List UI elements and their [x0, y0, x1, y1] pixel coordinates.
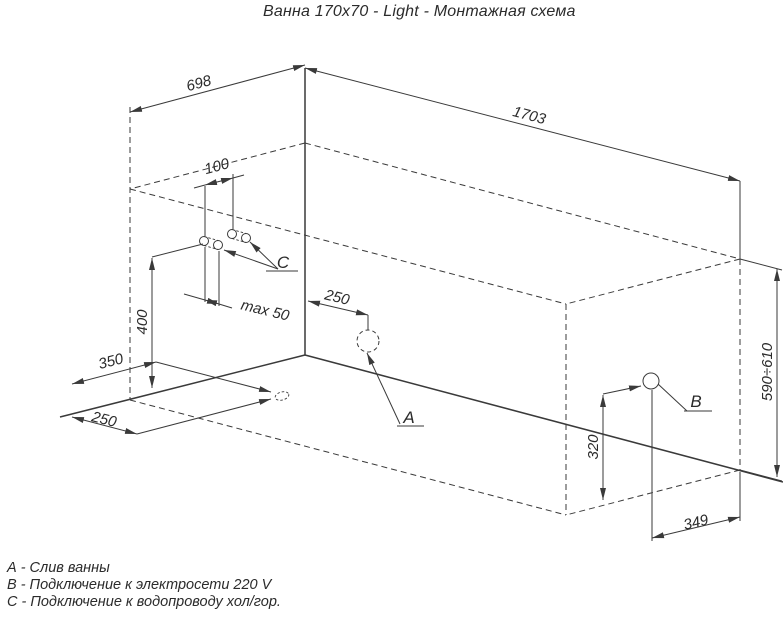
dim-line-698	[129, 64, 306, 113]
dimension-tub-length: 1703	[304, 67, 741, 259]
floor-edge-left	[59, 354, 306, 418]
label-c: C	[277, 253, 290, 272]
label-b: B	[690, 392, 701, 411]
tub-rim-front-left-edge	[129, 188, 567, 305]
dim-line-max50-overshoot-left	[183, 293, 206, 301]
drain-a: A 250	[307, 286, 424, 427]
ext-line-400-top	[151, 243, 204, 258]
legend-item-drain: А - Слив ванны	[7, 560, 110, 576]
leader-c-2	[249, 241, 279, 270]
dim-text-590: 590÷610	[759, 342, 776, 401]
dimension-tub-height: 590÷610	[739, 258, 783, 482]
tub-bottom-front-left-edge	[129, 399, 567, 516]
dim-line-350	[71, 361, 157, 385]
leader-b	[657, 383, 688, 412]
dim-text-349: 349	[682, 511, 711, 534]
tub-bottom-front-right-edge	[565, 469, 741, 516]
water-pipe-2-body-top	[231, 229, 247, 234]
room-corner	[59, 68, 783, 483]
page-title: Ванна 170x70 - Light - Монтажная схема	[263, 3, 576, 20]
dim-text-350: 350	[97, 350, 126, 373]
ext-line-320-top	[602, 385, 642, 395]
ext-line-590-top	[739, 258, 783, 271]
dim-line-250-drain	[307, 300, 369, 316]
dim-text-100: 100	[203, 155, 232, 178]
legend: А - Слив ванны В - Подключение к электро…	[7, 560, 281, 611]
dim-text-max50: max 50	[239, 297, 291, 325]
dim-text-250-drain: 250	[322, 286, 352, 309]
power-socket-circle	[642, 372, 660, 390]
water-pipe-2-wall-circle	[227, 229, 237, 239]
floor-outlet-dimensions: 350 250	[71, 350, 290, 435]
dim-text-320: 320	[585, 434, 602, 460]
dim-line-max50-overshoot-right	[218, 303, 233, 309]
water-pipe-1-body-bottom	[203, 245, 219, 250]
ext-line-590-bottom	[739, 469, 783, 482]
dimension-pipe-spacing: 100	[193, 155, 245, 236]
leader-350-to-outlet	[155, 361, 272, 393]
tub-rim-right-edge	[304, 142, 741, 260]
label-a: A	[402, 408, 414, 427]
dimension-pipe-height: 400	[134, 243, 204, 388]
tub-rim-left-edge	[129, 142, 306, 190]
tub-rim-front-right-edge	[565, 258, 741, 305]
drain-circle	[356, 329, 380, 353]
bathtub-outline-dashed	[129, 107, 741, 516]
water-connection-c: C	[199, 229, 298, 272]
dim-line-1703	[304, 67, 741, 182]
dim-text-400: 400	[134, 309, 151, 335]
legend-item-power: В - Подключение к электросети 220 V	[7, 577, 272, 593]
dim-line-349	[651, 516, 741, 539]
dimension-pipe-protrusion: max 50	[183, 247, 292, 325]
floor-outlet-ellipse	[274, 391, 290, 401]
dim-line-100-overshoot-left	[193, 184, 206, 189]
leader-c-1	[223, 249, 279, 270]
legend-item-water: С - Подключение к водопроводу хол/гор.	[7, 594, 281, 610]
leader-a	[366, 352, 401, 425]
water-pipe-1-body-top	[203, 236, 219, 241]
water-pipe-2-body-bottom	[231, 238, 247, 243]
dim-line-max50	[204, 297, 220, 307]
dim-text-1703: 1703	[511, 103, 548, 128]
dim-text-250-floor: 250	[89, 408, 119, 431]
dim-line-100-overshoot-right	[232, 174, 245, 179]
power-connection-b: B 320 349	[585, 372, 741, 541]
dim-text-698: 698	[185, 72, 214, 95]
dim-line-250-floor	[71, 416, 138, 435]
dimension-tub-width: 698	[129, 64, 306, 113]
floor-edge-right	[304, 354, 783, 483]
dim-line-100	[204, 177, 234, 186]
leader-250-to-outlet	[136, 398, 272, 435]
